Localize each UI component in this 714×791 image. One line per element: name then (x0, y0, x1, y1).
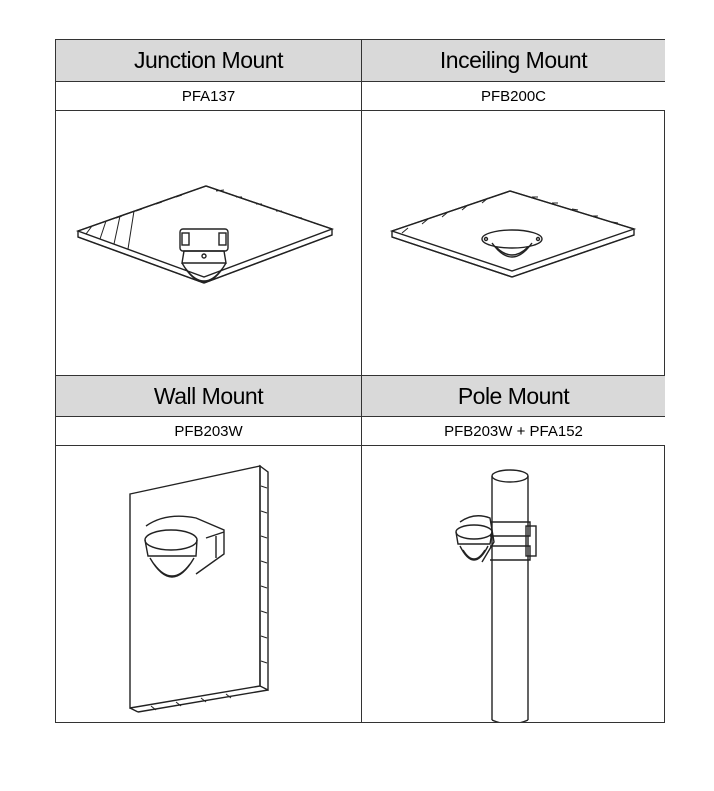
junction-mount-model-cell: PFA137 (56, 82, 361, 111)
junction-mount-image-cell (56, 111, 361, 375)
wall-mount-header: Wall Mount (56, 375, 361, 417)
ceiling-junction-dome-icon (75, 185, 335, 284)
wall-mount-image-cell (56, 446, 361, 722)
junction-mount-header: Junction Mount (56, 40, 361, 82)
wall-mount-model-cell: PFB203W (56, 417, 361, 446)
pole-mount-model-cell: PFB203W + PFA152 (362, 417, 665, 446)
inceiling-mount-title: Inceiling Mount (439, 47, 588, 73)
junction-mount-model: PFA137 (181, 87, 236, 105)
inceiling-mount-image-cell (362, 111, 665, 375)
column-divider (361, 40, 362, 722)
wall-mount-model: PFB203W (174, 422, 243, 440)
inceiling-mount-header: Inceiling Mount (362, 40, 665, 82)
inceiling-mount-model-cell: PFB200C (362, 82, 665, 111)
mount-accessories-table: Junction Mount Inceiling Mount PFA137 PF… (55, 39, 665, 723)
wall-mount-title: Wall Mount (153, 382, 264, 409)
pole-mount-title: Pole Mount (457, 382, 570, 409)
wall-bracket-dome-icon (129, 464, 269, 713)
pole-bracket-dome-icon (455, 469, 537, 722)
inceiling-mount-model: PFB200C (480, 87, 547, 105)
pole-mount-header: Pole Mount (362, 375, 665, 417)
pole-mount-model: PFB203W + PFA152 (444, 422, 583, 440)
junction-mount-title: Junction Mount (134, 47, 283, 73)
pole-mount-image-cell (362, 446, 665, 722)
ceiling-flush-dome-icon (389, 190, 637, 278)
